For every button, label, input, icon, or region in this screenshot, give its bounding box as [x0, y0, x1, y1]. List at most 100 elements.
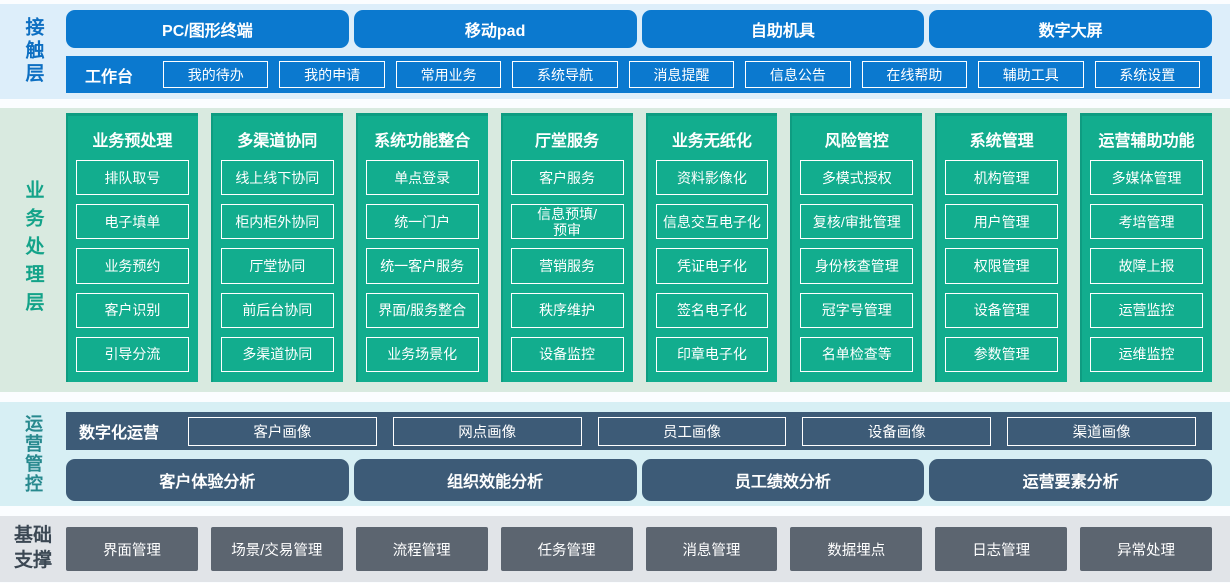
analysis-button[interactable]: 员工绩效分析: [641, 459, 925, 501]
foundation-item[interactable]: 异常处理: [1080, 527, 1212, 571]
business-item[interactable]: 统一门户: [365, 204, 479, 240]
business-item[interactable]: 资料影像化: [655, 160, 769, 196]
business-item[interactable]: 引导分流: [76, 336, 189, 373]
business-layer-label: 业务处理层: [22, 180, 44, 320]
workbench-item[interactable]: 我的待办: [163, 61, 269, 88]
analysis-button[interactable]: 组织效能分析: [353, 459, 637, 501]
workbench-item[interactable]: 系统导航: [512, 61, 618, 88]
business-item[interactable]: 营销服务: [510, 248, 624, 284]
business-item[interactable]: 排队取号: [76, 160, 189, 196]
workbench-label: 工作台: [84, 68, 133, 86]
business-column-items: 资料影像化 信息交互电子化 凭证电子化 签名电子化 印章电子化: [655, 160, 769, 373]
business-item[interactable]: 身份核查管理: [800, 248, 914, 284]
portrait-item[interactable]: 网点画像: [392, 416, 582, 446]
business-column: 运营辅助功能 多媒体管理 考培管理 故障上报 运营监控: [1080, 113, 1212, 382]
business-item[interactable]: 故障上报: [1090, 248, 1203, 284]
analysis-button[interactable]: 客户体验分析: [66, 459, 349, 501]
operation-layer-content: 数字化运营 客户画像 网点画像 员工画像 设备画像 渠道画像: [66, 402, 1230, 506]
business-item[interactable]: 线上线下协同: [220, 160, 334, 196]
business-item[interactable]: 签名电子化: [655, 292, 769, 328]
business-column-items: 排队取号 电子填单 业务预约 客户识别 引导分流: [76, 160, 189, 373]
business-item[interactable]: 业务预约: [76, 248, 189, 284]
business-column-title: 厅堂服务: [535, 133, 600, 150]
workbench-item[interactable]: 常用业务: [395, 61, 502, 88]
foundation-items: 界面管理 场景/交易管理 流程管理 任务管理 消息管理 数据埋点 日志管理 异常…: [66, 527, 1212, 571]
business-layer: 业务处理层 业务预处理 排队取号 电子填单 业务预: [0, 108, 1230, 392]
business-column-items: 客户服务 信息预填/ 预审 营销服务 秩序维护 设备监控: [510, 160, 624, 373]
foundation-item[interactable]: 日志管理: [935, 527, 1068, 571]
business-item[interactable]: 印章电子化: [655, 336, 769, 373]
workbench-item[interactable]: 系统设置: [1094, 61, 1200, 88]
business-item[interactable]: 权限管理: [945, 248, 1059, 284]
terminal-button[interactable]: 移动pad: [353, 10, 637, 48]
terminal-button[interactable]: PC/图形终端: [66, 10, 349, 48]
contact-layer-content: PC/图形终端 移动pad 自助机具 数字大屏 工作台 我的待办 我的申请: [66, 4, 1230, 99]
business-item[interactable]: 客户服务: [510, 160, 624, 196]
business-item[interactable]: 凭证电子化: [655, 248, 769, 284]
workbench-item[interactable]: 我的申请: [279, 61, 385, 88]
business-item[interactable]: 信息预填/ 预审: [510, 204, 624, 240]
foundation-layer-label: 基础支撑: [13, 525, 52, 571]
digital-operation-label: 数字化运营: [78, 425, 159, 442]
business-item[interactable]: 多媒体管理: [1090, 160, 1203, 196]
business-item[interactable]: 复核/审批管理: [800, 204, 914, 240]
business-item[interactable]: 用户管理: [945, 204, 1059, 240]
business-column-title: 风险管控: [824, 133, 889, 150]
business-item[interactable]: 名单检查等: [800, 336, 914, 373]
workbench-item[interactable]: 辅助工具: [978, 61, 1084, 88]
terminal-row: PC/图形终端 移动pad 自助机具 数字大屏: [66, 10, 1212, 48]
foundation-item[interactable]: 场景/交易管理: [210, 527, 343, 571]
workbench-item[interactable]: 消息提醒: [628, 61, 735, 88]
business-item[interactable]: 设备监控: [510, 336, 624, 373]
foundation-item[interactable]: 消息管理: [645, 527, 778, 571]
workbench-item[interactable]: 信息公告: [745, 61, 851, 88]
business-column: 业务无纸化 资料影像化 信息交互电子化 凭证电子化 签名电子化: [645, 113, 778, 382]
operation-layer-label: 运营管控: [23, 414, 43, 494]
business-item[interactable]: 统一客户服务: [365, 248, 479, 284]
portrait-items: 客户画像 网点画像 员工画像 设备画像 渠道画像: [172, 416, 1196, 446]
terminal-button[interactable]: 自助机具: [641, 10, 925, 48]
business-item[interactable]: 客户识别: [76, 292, 189, 328]
business-item[interactable]: 单点登录: [365, 160, 479, 196]
analysis-row: 客户体验分析 组织效能分析 员工绩效分析 运营要素分析: [66, 459, 1212, 501]
business-item[interactable]: 冠字号管理: [800, 292, 914, 328]
terminal-button[interactable]: 数字大屏: [929, 10, 1212, 48]
architecture-diagram: 接触层 PC/图形终端 移动pad 自助机具 数字大屏 工作台 我的待: [0, 4, 1230, 583]
business-item[interactable]: 设备管理: [945, 292, 1059, 328]
business-item[interactable]: 多模式授权: [800, 160, 914, 196]
business-item[interactable]: 运维监控: [1090, 336, 1203, 373]
portrait-item[interactable]: 客户画像: [188, 416, 377, 446]
foundation-item[interactable]: 数据埋点: [790, 527, 923, 571]
portrait-item[interactable]: 设备画像: [802, 416, 992, 446]
foundation-item[interactable]: 流程管理: [355, 527, 488, 571]
business-item[interactable]: 机构管理: [945, 160, 1059, 196]
business-item[interactable]: 运营监控: [1090, 292, 1203, 328]
portrait-item[interactable]: 员工画像: [597, 416, 787, 446]
operation-layer: 运营管控 数字化运营 客户画像 网点画像 员工画像 设备画像 渠道画像: [0, 402, 1230, 506]
workbench-item[interactable]: 在线帮助: [861, 61, 968, 88]
business-item[interactable]: 界面/服务整合: [365, 292, 479, 328]
foundation-item[interactable]: 界面管理: [66, 527, 198, 571]
foundation-item[interactable]: 任务管理: [500, 527, 633, 571]
portrait-item[interactable]: 渠道画像: [1007, 416, 1196, 446]
business-item[interactable]: 秩序维护: [510, 292, 624, 328]
business-item[interactable]: 柜内柜外协同: [220, 204, 334, 240]
foundation-layer-content: 界面管理 场景/交易管理 流程管理 任务管理 消息管理 数据埋点 日志管理 异常…: [66, 516, 1230, 582]
business-item[interactable]: 考培管理: [1090, 204, 1203, 240]
business-column-items: 单点登录 统一门户 统一客户服务 界面/服务整合 业务场景化: [365, 160, 479, 373]
business-item[interactable]: 电子填单: [76, 204, 189, 240]
contact-layer-label: 接触层: [22, 17, 44, 86]
business-column: 系统管理 机构管理 用户管理 权限管理 设备管理: [935, 113, 1068, 382]
business-item[interactable]: 多渠道协同: [220, 336, 334, 373]
business-item[interactable]: 参数管理: [945, 336, 1059, 373]
business-item[interactable]: 信息交互电子化: [655, 204, 769, 240]
business-item[interactable]: 业务场景化: [365, 336, 479, 373]
business-column-items: 线上线下协同 柜内柜外协同 厅堂协同 前后台协同 多渠道协同: [220, 160, 334, 373]
analysis-button[interactable]: 运营要素分析: [929, 459, 1212, 501]
business-item[interactable]: 厅堂协同: [220, 248, 334, 284]
business-column-title: 多渠道协同: [237, 133, 318, 150]
business-column: 多渠道协同 线上线下协同 柜内柜外协同 厅堂协同 前后台协同: [210, 113, 343, 382]
business-item[interactable]: 前后台协同: [220, 292, 334, 328]
business-column: 厅堂服务 客户服务 信息预填/ 预审 营销服务 秩序维护: [500, 113, 633, 382]
business-column-title: 业务预处理: [92, 133, 173, 150]
